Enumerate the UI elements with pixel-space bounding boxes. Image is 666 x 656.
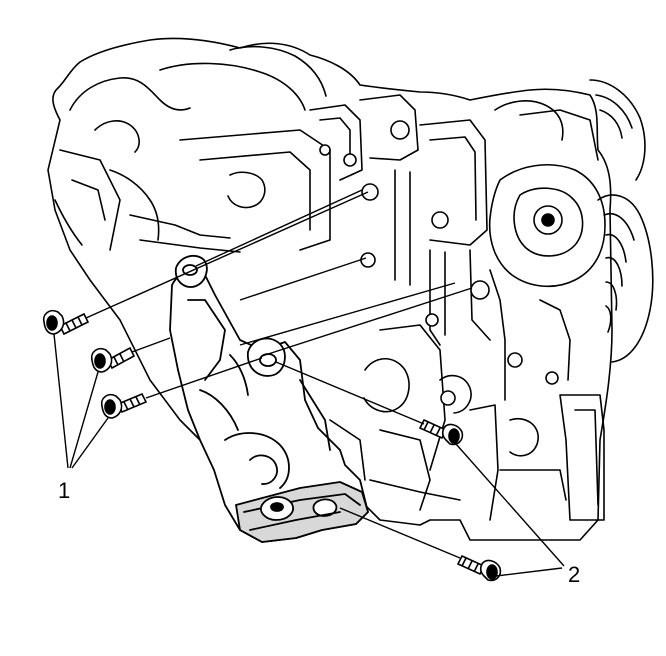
bolt-2a (418, 418, 464, 446)
callout-label-1: 1 (58, 478, 70, 503)
mounting-bracket (169, 254, 369, 543)
callout-label-2: 2 (568, 562, 580, 587)
alignment-lines (85, 189, 473, 559)
callout-leaders (53, 333, 565, 577)
bolt-1c (100, 392, 148, 419)
engine-bosses (319, 120, 559, 406)
engine-block (47, 37, 654, 541)
bolt-1a (42, 309, 90, 336)
bolt-2b (456, 554, 502, 582)
bolt-1b (90, 346, 136, 373)
